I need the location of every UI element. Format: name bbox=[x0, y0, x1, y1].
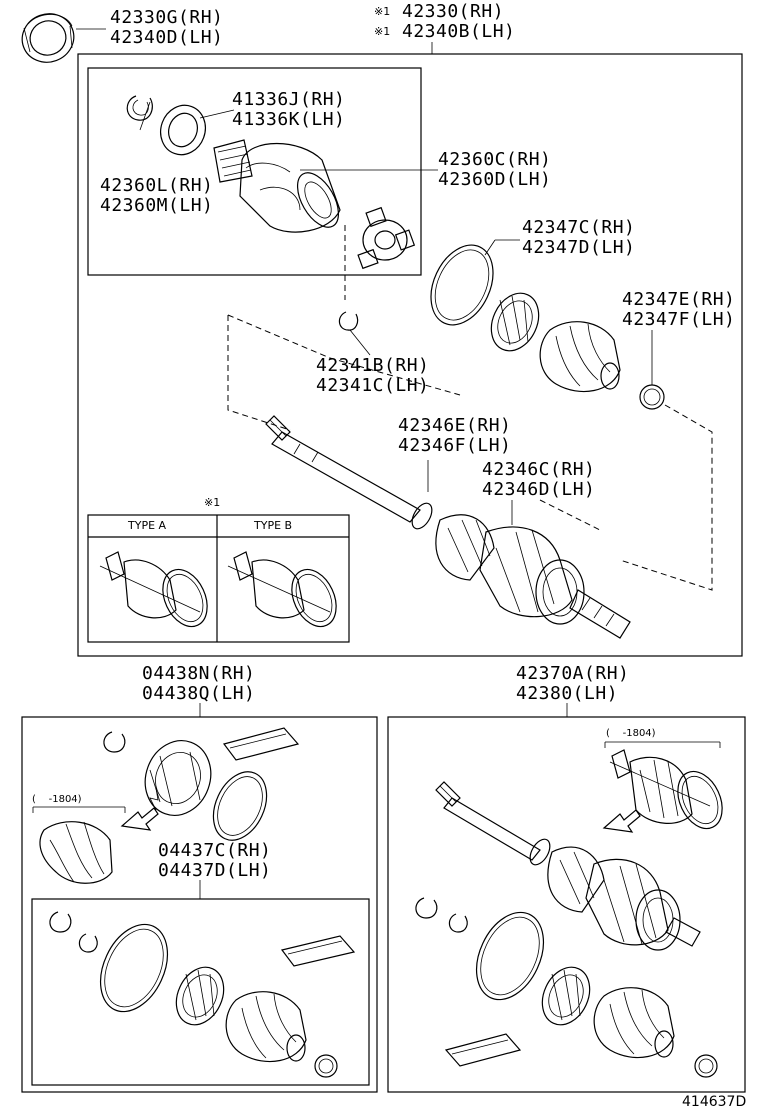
kit-grease-pack bbox=[222, 727, 300, 761]
label-04437D: 04437D(LH) bbox=[158, 860, 272, 881]
assy-grease-pack bbox=[444, 1033, 522, 1067]
kit-outer-joint bbox=[144, 740, 212, 816]
assy-drive-shaft bbox=[435, 781, 701, 951]
assy-old-joint bbox=[609, 749, 723, 830]
assy-small-boot bbox=[541, 966, 591, 1026]
figure-number: 414637D bbox=[682, 1094, 747, 1110]
sub-snap-ring bbox=[49, 911, 72, 933]
type-box-note-mark: ※1 bbox=[204, 496, 221, 509]
label-42347D: 42347D(LH) bbox=[522, 237, 636, 258]
label-42340D: 42340D(LH) bbox=[110, 27, 224, 48]
leader-lines bbox=[32, 28, 721, 899]
dashed-assembly-lines bbox=[227, 225, 713, 591]
label-41336K: 41336K(LH) bbox=[232, 109, 346, 130]
label-42370A: 42370A(RH) bbox=[516, 663, 630, 684]
boot-sub-frame bbox=[31, 898, 370, 1086]
boot-clamp-42347C bbox=[430, 244, 494, 326]
clamp-42347E bbox=[639, 384, 665, 410]
label-42341B: 42341B(RH) bbox=[316, 355, 430, 376]
label-42360L: 42360L(RH) bbox=[100, 175, 214, 196]
label-42346C: 42346C(RH) bbox=[482, 459, 596, 480]
tripod-spider bbox=[357, 206, 416, 270]
type-a-joint bbox=[99, 551, 208, 628]
kit-snap-ring bbox=[103, 731, 126, 753]
label-42340B: 42340B(LH) bbox=[402, 21, 516, 42]
note-mark-b: ※1 bbox=[374, 25, 391, 38]
note-mark-a: ※1 bbox=[374, 5, 391, 18]
seal-41336J bbox=[160, 104, 206, 156]
label-42360M: 42360M(LH) bbox=[100, 195, 214, 216]
assy-clamp-small bbox=[694, 1054, 718, 1078]
kit-arrow-left bbox=[120, 807, 159, 831]
main-assembly-frame bbox=[77, 53, 743, 657]
label-42330: 42330(RH) bbox=[402, 1, 505, 22]
snap-ring-42341B bbox=[338, 311, 359, 331]
label-42347E: 42347E(RH) bbox=[622, 289, 736, 310]
outboard-joint-42360C bbox=[213, 139, 341, 233]
type-a-label: TYPE A bbox=[128, 519, 167, 532]
label-04438Q: 04438Q(LH) bbox=[142, 683, 256, 704]
range-note-left: ( -1804) bbox=[32, 794, 82, 805]
sub-circlip bbox=[78, 933, 98, 953]
label-04438N: 04438N(RH) bbox=[142, 663, 256, 684]
label-42346D: 42346D(LH) bbox=[482, 479, 596, 500]
range-note-right: ( -1804) bbox=[606, 728, 656, 739]
label-42360D: 42360D(LH) bbox=[438, 169, 552, 190]
label-42380: 42380(LH) bbox=[516, 683, 619, 704]
label-41336J: 41336J(RH) bbox=[232, 89, 346, 110]
kit-arrow-up bbox=[149, 787, 159, 811]
sub-small-boot bbox=[175, 966, 225, 1026]
label-42330G: 42330G(RH) bbox=[110, 7, 224, 28]
sub-clamp-ring bbox=[99, 923, 169, 1013]
label-42347F: 42347F(LH) bbox=[622, 309, 736, 330]
label-42360C: 42360C(RH) bbox=[438, 149, 552, 170]
shaft-assembly-frame bbox=[387, 716, 746, 1093]
inner-joint-frame bbox=[87, 67, 422, 276]
type-b-joint bbox=[227, 551, 337, 628]
boot-kit-frame bbox=[21, 716, 378, 1093]
sub-grease-pack bbox=[280, 935, 356, 967]
assy-circlip bbox=[448, 913, 468, 933]
kit-old-boot bbox=[39, 821, 113, 884]
label-04437C: 04437C(RH) bbox=[158, 840, 272, 861]
outer-ring-42330G bbox=[21, 13, 75, 63]
assy-large-boot bbox=[593, 987, 675, 1059]
sub-clamp-small bbox=[314, 1054, 338, 1078]
assy-arrow bbox=[602, 809, 641, 833]
label-42346E: 42346E(RH) bbox=[398, 415, 512, 436]
snap-ring-42360L bbox=[126, 95, 153, 121]
type-b-label: TYPE B bbox=[254, 519, 293, 532]
assy-clamp-ring bbox=[475, 911, 545, 1001]
assy-snap-ring bbox=[415, 897, 438, 919]
boot-large bbox=[539, 321, 621, 393]
label-42341C: 42341C(LH) bbox=[316, 375, 430, 396]
type-box-frame bbox=[87, 514, 350, 643]
sub-large-boot bbox=[225, 991, 307, 1063]
label-42347C: 42347C(RH) bbox=[522, 217, 636, 238]
boot-42347 bbox=[490, 292, 540, 352]
label-42346F: 42346F(LH) bbox=[398, 435, 512, 456]
drive-shaft-main bbox=[265, 415, 631, 639]
kit-clamp-ring bbox=[212, 771, 268, 841]
